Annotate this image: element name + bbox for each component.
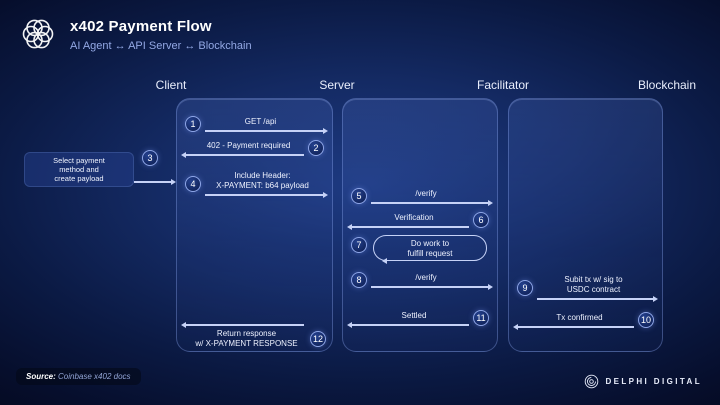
step-7-label: Do work to fulfill request [407,239,453,258]
step-6: Verification 6 [343,211,497,233]
arrow-left-icon [347,224,469,230]
panel-server-facilitator: 5 /verify Verification 6 7 Do work to fu… [342,98,498,352]
step-10-label: Tx confirmed [556,313,603,322]
step-12: Return response w/ X-PAYMENT RESPONSE 12 [177,321,332,353]
step-1-label: GET /api [244,117,277,126]
step-12-number: 12 [310,331,326,347]
step-9-label: Subit tx w/ sig to USDC contract [564,275,623,294]
arrow-left-icon [513,324,634,330]
step-2: 402 - Payment required 2 [177,139,332,161]
step-1-number: 1 [185,116,201,132]
panel-facilitator-blockchain: 9 Subit tx w/ sig to USDC contract Tx co… [508,98,663,352]
arrow-right-icon [134,179,176,185]
step-5-label: /verify [415,189,437,198]
arrow-left-icon [181,152,304,158]
step-10-number: 10 [638,312,654,328]
arrow-right-icon [205,128,328,134]
step-11-number: 11 [473,310,489,326]
step-10: Tx confirmed 10 [509,311,662,333]
step-4-number: 4 [185,176,201,192]
page-title: x402 Payment Flow [70,18,212,35]
step-12-label: Return response w/ X-PAYMENT RESPONSE [195,329,298,348]
panel-client-server: 1 GET /api 402 - Payment required 2 4 In… [176,98,333,352]
step-7-number: 7 [351,237,367,253]
step-6-label: Verification [394,213,434,222]
step-3-number: 3 [142,150,158,166]
source-label: Source: [26,372,56,381]
step-11: Settled 11 [343,309,497,331]
brand-lockup: DELPHI DIGITAL [584,374,702,389]
lane-header-blockchain: Blockchain [637,78,697,92]
step-9-number: 9 [517,280,533,296]
self-loop-arrow-icon: Do work to fulfill request [373,235,487,265]
knot-logo-icon [22,19,54,49]
step-6-number: 6 [473,212,489,228]
step-4-label: Include Header: X-PAYMENT: b64 payload [216,171,309,190]
page-subtitle: AI Agent ↔ API Server ↔ Blockchain [70,40,252,52]
step-3: Select payment method and create payload… [24,148,180,192]
step-9: 9 Subit tx w/ sig to USDC contract [509,275,662,307]
arrow-right-icon [205,192,328,198]
source-note: Source: Coinbase x402 docs [16,368,141,385]
arrow-right-icon [537,296,658,302]
step-5-number: 5 [351,188,367,204]
step-8: 8 /verify [343,271,497,293]
step-2-number: 2 [308,140,324,156]
step-8-label: /verify [415,273,437,282]
arrow-right-icon [371,200,493,206]
step-3-label: Select payment method and create payload [24,152,134,187]
step-1: 1 GET /api [177,115,332,137]
step-8-number: 8 [351,272,367,288]
step-11-label: Settled [401,311,427,320]
lane-header-facilitator: Facilitator [476,78,529,92]
lane-header-client: Client [155,78,187,92]
arrow-left-icon [347,322,469,328]
arrow-left-icon [181,322,304,328]
arrow-right-icon [371,284,493,290]
step-4: 4 Include Header: X-PAYMENT: b64 payload [177,171,332,203]
step-5: 5 /verify [343,187,497,209]
step-2-label: 402 - Payment required [206,141,291,150]
lane-header-server: Server [319,78,355,92]
step-7: 7 Do work to fulfill request [343,235,497,265]
delphi-digital-logo-icon [585,374,599,389]
source-text: Coinbase x402 docs [58,372,131,381]
brand-name: DELPHI DIGITAL [605,377,702,386]
